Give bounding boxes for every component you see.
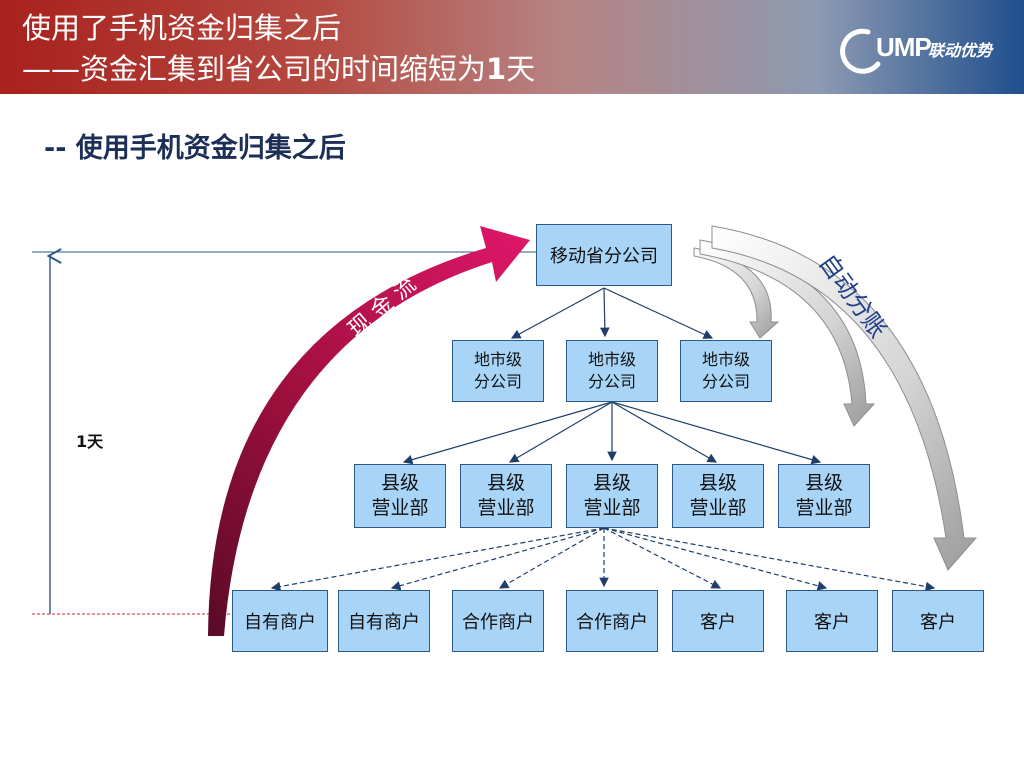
duration-label: 1天: [76, 432, 104, 451]
county-label: 县级 营业部: [795, 472, 853, 519]
province-label: 移动省分公司: [550, 246, 658, 267]
auto-split-label: 自动分账: [813, 249, 892, 343]
leaf-box: 客户: [786, 590, 878, 652]
province-connectors: [510, 287, 714, 339]
leaf-box: 客户: [672, 590, 764, 652]
cash-flow-label: 现 金 流: [344, 272, 421, 343]
city-connectors: [402, 401, 822, 465]
city-label: 地市级 分公司: [473, 350, 522, 391]
city-label: 地市级 分公司: [587, 350, 636, 391]
leaf-box: 客户: [892, 590, 984, 652]
county-box: 县级 营业部: [354, 464, 446, 528]
leaf-box: 合作商户: [452, 590, 544, 652]
city-box: 地市级 分公司: [680, 340, 772, 402]
title-line2-number: 1: [486, 52, 507, 86]
leaf-label: 客户: [920, 612, 956, 633]
county-box: 县级 营业部: [460, 464, 552, 528]
county-label: 县级 营业部: [583, 472, 641, 519]
logo-swoosh-icon: [840, 28, 881, 74]
county-label: 县级 营业部: [689, 472, 747, 519]
county-box: 县级 营业部: [672, 464, 764, 528]
county-box: 县级 营业部: [566, 464, 658, 528]
leaf-label: 自有商户: [244, 612, 316, 633]
leaf-label: 合作商户: [576, 612, 648, 633]
city-box: 地市级 分公司: [452, 340, 544, 402]
county-label: 县级 营业部: [371, 472, 429, 519]
leaf-label: 自有商户: [348, 612, 420, 633]
leaf-box: 自有商户: [232, 590, 328, 652]
city-box: 地市级 分公司: [566, 340, 658, 402]
leaf-label: 合作商户: [462, 612, 534, 633]
logo-chinese-name: 联动优势: [928, 41, 993, 60]
title-line2-suffix: 天: [506, 52, 536, 86]
city-label: 地市级 分公司: [701, 350, 750, 391]
ump-logo: UMP 联动优势: [838, 24, 1008, 76]
leaf-box: 自有商户: [338, 590, 430, 652]
logo-wordmark: UMP: [876, 32, 932, 62]
leaf-box: 合作商户: [566, 590, 658, 652]
section-heading: -- 使用手机资金归集之后: [44, 133, 346, 164]
county-connectors: [270, 527, 936, 592]
page-title-line1: 使用了手机资金归集之后: [22, 11, 342, 45]
county-box: 县级 营业部: [778, 464, 870, 528]
leaf-label: 客户: [814, 612, 850, 633]
auto-split-arrows: [693, 225, 978, 571]
page-title-line2: ——资金汇集到省公司的时间缩短为1天: [22, 51, 535, 87]
county-label: 县级 营业部: [477, 472, 535, 519]
title-line2-prefix: ——资金汇集到省公司的时间缩短为: [22, 52, 487, 86]
title-banner: 使用了手机资金归集之后 ——资金汇集到省公司的时间缩短为1天 UMP 联动优势: [0, 0, 1024, 94]
cash-flow-arrow: [208, 226, 530, 636]
leaf-label: 客户: [700, 612, 736, 633]
province-box: 移动省分公司: [536, 224, 672, 286]
